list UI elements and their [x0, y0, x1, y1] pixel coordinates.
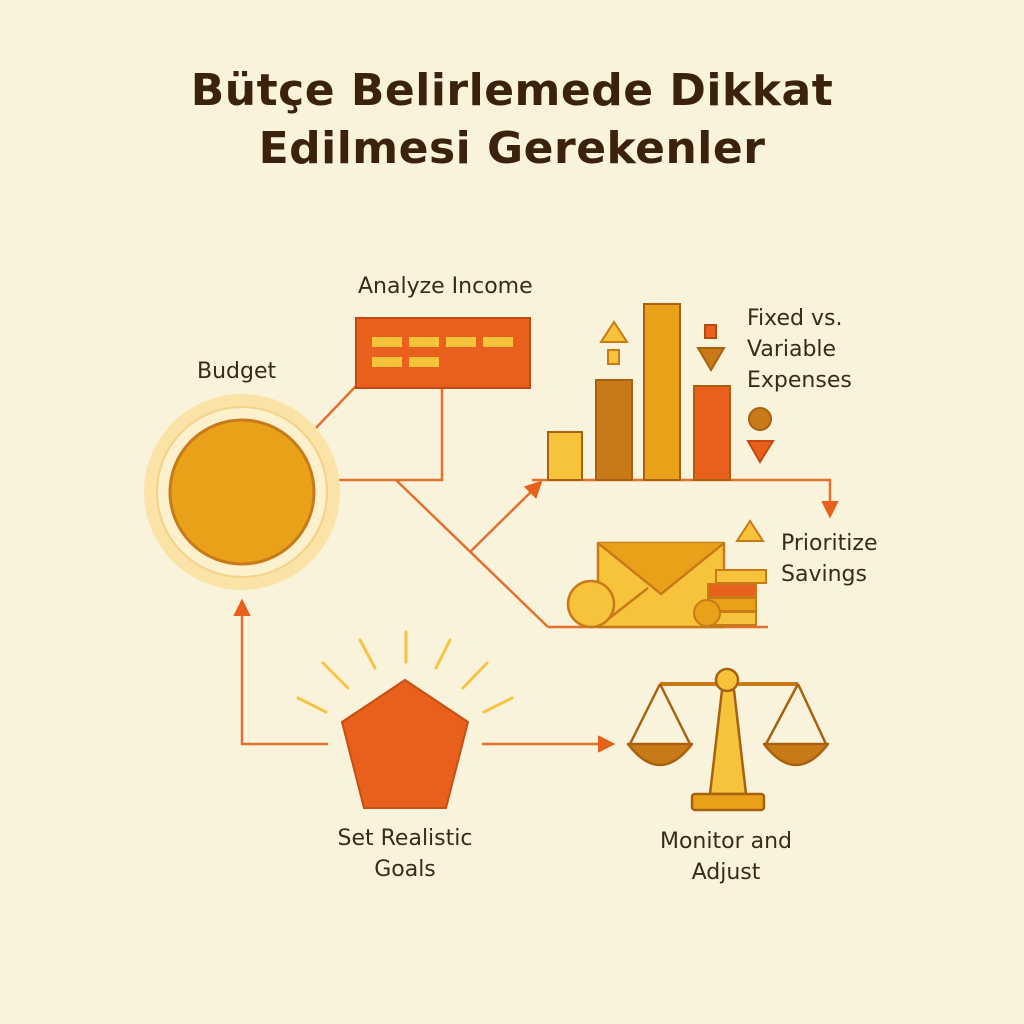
prioritize-savings-line-1: Prioritize — [781, 531, 878, 556]
prioritize-savings-line-2: Savings — [781, 562, 867, 587]
connector-goals-to-budget — [233, 598, 328, 746]
dot-down-indicator-icon — [746, 407, 775, 464]
connector-expenses-baseline — [532, 478, 839, 519]
up-arrow-icon — [599, 320, 629, 365]
goal-rays-icon — [296, 630, 514, 714]
budget-coin-icon — [144, 394, 340, 590]
page-title: Bütçe Belirlemede Dikkat Edilmesi Gereke… — [0, 62, 1024, 178]
set-goals-line-1: Set Realistic — [337, 826, 473, 851]
title-line-1: Bütçe Belirlemede Dikkat — [190, 65, 834, 116]
expenses-bar-chart-icon — [547, 303, 731, 481]
connector-to-expenses — [469, 480, 543, 553]
monitor-adjust-line-2: Adjust — [691, 860, 761, 885]
budget-label: Budget — [197, 359, 277, 384]
connector-income-to-hub — [338, 388, 444, 482]
monitor-adjust-label: Monitor and Adjust — [626, 826, 826, 888]
connector-lines — [233, 385, 839, 753]
fixed-vs-variable-line-2: Variable — [747, 337, 837, 362]
income-panel-icon — [355, 317, 531, 389]
set-goals-label: Set Realistic Goals — [305, 823, 505, 885]
fixed-vs-variable-label: Fixed vs. Variable Expenses — [747, 303, 852, 396]
fixed-vs-variable-line-3: Expenses — [747, 368, 852, 393]
monitor-adjust-line-1: Monitor and — [659, 829, 792, 854]
savings-envelope-icon — [566, 541, 726, 629]
goal-pentagon-icon — [340, 678, 470, 809]
title-line-2: Edilmesi Gerekenler — [258, 123, 766, 174]
set-goals-line-2: Goals — [374, 857, 436, 882]
balance-scale-icon — [626, 667, 830, 812]
connector-hub-to-savings — [395, 479, 549, 628]
fixed-vs-variable-line-1: Fixed vs. — [747, 306, 843, 331]
down-arrow-icon — [696, 324, 726, 372]
analyze-income-label: Analyze Income — [358, 274, 533, 299]
prioritize-savings-label: Prioritize Savings — [781, 528, 877, 590]
connector-budget-to-income — [313, 385, 357, 431]
savings-up-triangle-icon — [735, 519, 765, 542]
coin-stack-icon — [693, 569, 767, 627]
